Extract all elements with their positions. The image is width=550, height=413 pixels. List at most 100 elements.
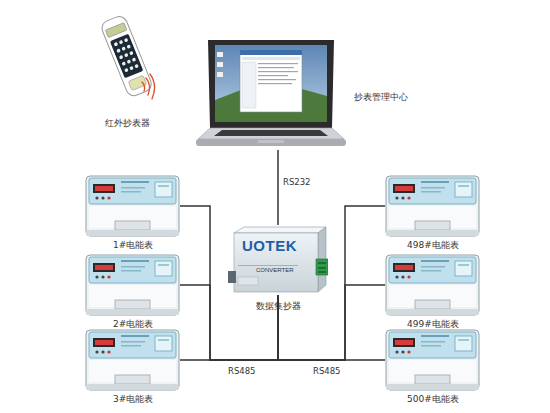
energy-meter: 2#电能表 bbox=[85, 254, 180, 316]
node-caption: 3#电能表 bbox=[113, 394, 153, 405]
decor-rect bbox=[155, 261, 172, 276]
decor-rect bbox=[155, 182, 172, 197]
decor-rect bbox=[121, 335, 149, 337]
decor-rect bbox=[421, 181, 449, 183]
decor-rect bbox=[389, 332, 476, 358]
decor-circle bbox=[119, 55, 124, 60]
decor-rect bbox=[158, 339, 169, 341]
decor-polygon bbox=[234, 227, 326, 233]
decor-polygon bbox=[214, 130, 328, 136]
decor-rect bbox=[228, 271, 236, 283]
energy-meter: 1#电能表 bbox=[85, 175, 180, 237]
decor-circle bbox=[134, 64, 139, 69]
decor-rect bbox=[421, 341, 445, 343]
decor-rect bbox=[89, 332, 176, 358]
decor-rect bbox=[93, 184, 115, 193]
device-text: CONVERTER bbox=[256, 267, 294, 273]
decor-rect bbox=[121, 187, 145, 189]
collector-illustration bbox=[228, 225, 328, 295]
decor-rect bbox=[93, 338, 115, 347]
decor-rect bbox=[110, 34, 144, 79]
decor-rect bbox=[217, 72, 223, 77]
node-caption: 1#电能表 bbox=[113, 240, 153, 251]
decor-rect bbox=[258, 140, 284, 143]
decor-rect bbox=[242, 57, 300, 60]
meter-illustration bbox=[85, 175, 180, 237]
decor-rect bbox=[95, 265, 113, 270]
decor-circle bbox=[101, 275, 104, 278]
decor-rect bbox=[389, 257, 476, 283]
decor-circle bbox=[119, 40, 124, 45]
decor-rect bbox=[316, 259, 328, 275]
decor-rect bbox=[121, 260, 149, 262]
decor-rect bbox=[86, 176, 179, 236]
node-caption: 数据集抄器 bbox=[256, 301, 301, 312]
meter-illustration bbox=[385, 329, 480, 391]
decor-rect bbox=[115, 300, 150, 309]
decor-rect bbox=[258, 83, 292, 84]
decor-rect bbox=[258, 71, 298, 72]
decor-rect bbox=[258, 75, 288, 76]
decor-rect bbox=[421, 191, 441, 193]
meter-illustration bbox=[85, 329, 180, 391]
decor-rect bbox=[386, 330, 479, 390]
bus-connector bbox=[278, 285, 385, 360]
decor-rect bbox=[386, 255, 479, 315]
decor-rect bbox=[458, 339, 469, 341]
decor-rect bbox=[421, 266, 445, 268]
decor-circle bbox=[121, 46, 126, 51]
decor-rect bbox=[455, 182, 472, 197]
decor-rect bbox=[234, 233, 318, 292]
decor-rect bbox=[121, 270, 141, 272]
decor-rect bbox=[240, 50, 302, 55]
decor-circle bbox=[395, 350, 398, 353]
decor-circle bbox=[116, 48, 121, 53]
ir-reader: 红外抄表器 bbox=[98, 12, 156, 102]
decor-rect bbox=[395, 186, 413, 191]
decor-rect bbox=[128, 75, 147, 90]
decor-rect bbox=[455, 261, 472, 276]
decor-g bbox=[114, 38, 139, 73]
decor-circle bbox=[407, 350, 410, 353]
node-caption: 498#电能表 bbox=[407, 240, 459, 251]
energy-meter: 500#电能表 bbox=[385, 329, 480, 391]
laptop-illustration bbox=[196, 38, 346, 150]
decor-rect bbox=[258, 67, 294, 68]
decor-circle bbox=[401, 196, 404, 199]
decor-circle bbox=[95, 275, 98, 278]
decor-rect bbox=[121, 341, 145, 343]
node-caption: 2#电能表 bbox=[113, 319, 153, 330]
decor-rect bbox=[121, 191, 141, 193]
decor-rect bbox=[395, 265, 413, 270]
decor-rect bbox=[421, 345, 441, 347]
meter-illustration bbox=[385, 175, 480, 237]
decor-rect bbox=[158, 264, 169, 266]
decor-rect bbox=[258, 63, 298, 64]
decor-rect bbox=[89, 257, 176, 283]
decor-rect bbox=[393, 184, 415, 193]
decor-path bbox=[150, 74, 155, 99]
decor-circle bbox=[107, 196, 110, 199]
decor-path bbox=[146, 78, 150, 95]
decor-rect bbox=[217, 52, 223, 57]
decor-rect bbox=[121, 181, 149, 183]
decor-circle bbox=[107, 275, 110, 278]
decor-rect bbox=[242, 62, 256, 108]
decor-rect bbox=[121, 266, 145, 268]
decor-circle bbox=[127, 59, 132, 64]
decor-circle bbox=[401, 275, 404, 278]
decor-rect bbox=[455, 336, 472, 351]
meter-illustration bbox=[385, 254, 480, 316]
decor-circle bbox=[124, 68, 129, 73]
decor-rect bbox=[318, 271, 326, 273]
decor-rect bbox=[217, 62, 223, 67]
decor-rect bbox=[86, 309, 179, 315]
decor-circle bbox=[124, 38, 129, 43]
decor-circle bbox=[129, 51, 134, 56]
decor-rect bbox=[386, 309, 479, 315]
decor-polygon bbox=[208, 40, 334, 128]
decor-rect bbox=[318, 267, 326, 269]
decor-circle bbox=[101, 196, 104, 199]
decor-rect bbox=[415, 221, 450, 230]
decor-rect bbox=[121, 345, 141, 347]
